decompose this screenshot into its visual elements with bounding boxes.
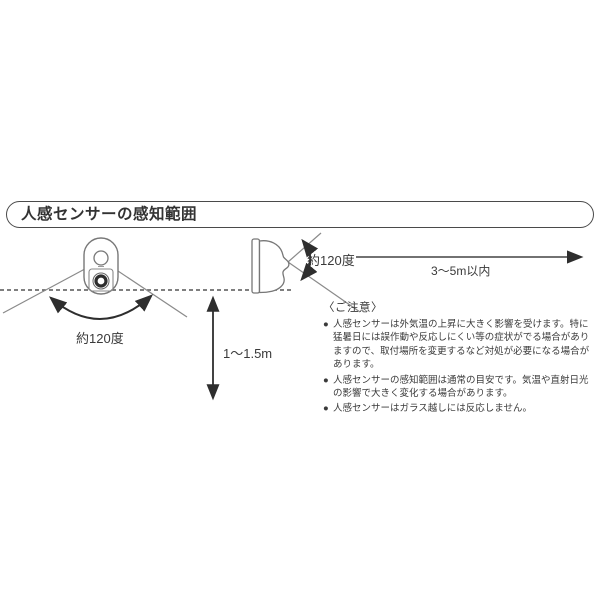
side-angle-label: 約120度 [307, 253, 355, 268]
caution-item: ● 人感センサーの感知範囲は通常の目安です。気温や直射日光の影響で大きく変化する… [323, 374, 596, 401]
caution-list: ● 人感センサーは外気温の上昇に大きく影響を受けます。特に猛暑日には誤作動や反応… [323, 318, 596, 416]
distance-label: 3〜5m以内 [431, 264, 491, 278]
bullet-icon: ● [323, 403, 329, 415]
caution-item: ● 人感センサーは外気温の上昇に大きく影響を受けます。特に猛暑日には誤作動や反応… [323, 318, 596, 372]
caution-heading: 〈ご注意〉 [323, 302, 383, 314]
caution-item-text: 人感センサーは外気温の上昇に大きく影響を受けます。特に猛暑日には誤作動や反応しに… [333, 319, 590, 371]
caution-notes: 〈ご注意〉 ● 人感センサーは外気温の上昇に大きく影響を受けます。特に猛暑日には… [323, 302, 596, 418]
caution-item-text: 人感センサーの感知範囲は通常の目安です。気温や直射日光の影響で大きく変化する場合… [333, 374, 589, 400]
side-angle-arc-arrow [300, 238, 319, 282]
mounting-height-label: 1〜1.5m [223, 346, 273, 361]
front-angle-label: 約120度 [76, 331, 124, 346]
front-angle-arc-arrow [48, 294, 154, 320]
side-sensor-drawing [251, 238, 290, 294]
side-detection-lines [287, 232, 361, 313]
bullet-icon: ● [323, 374, 329, 386]
caution-item: ● 人感センサーはガラス越しには反応しません。 [323, 402, 596, 415]
sensor-lens-icon [93, 250, 109, 266]
bullet-icon: ● [323, 319, 329, 330]
front-detection-lines [2, 262, 188, 318]
section-title: 人感センサーの感知範囲 [6, 201, 594, 228]
caution-item-text: 人感センサーはガラス越しには反応しません。 [333, 403, 533, 415]
front-sensor-drawing [83, 237, 119, 295]
